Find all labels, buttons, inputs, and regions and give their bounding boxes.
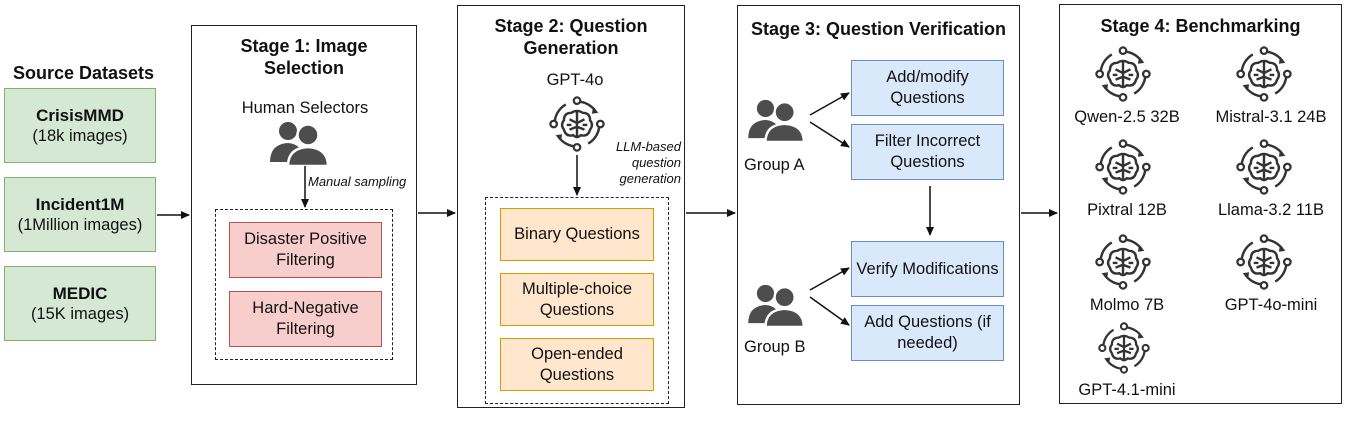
stage-2-question-group bbox=[485, 197, 669, 404]
ai-brain-icon bbox=[549, 96, 605, 152]
stage-3-title: Stage 3: Question Verification bbox=[750, 19, 1007, 39]
stage-2-title: Stage 2: Question Generation bbox=[494, 16, 648, 58]
hard-negative-filter: Hard-Negative Filtering bbox=[229, 291, 382, 347]
source-medic: MEDIC (15K images) bbox=[4, 266, 156, 341]
stage-1-title: Stage 1: Image Selection bbox=[240, 36, 368, 78]
source-name: CrisisMMD bbox=[36, 105, 124, 125]
model-label-molmo: Molmo 7B bbox=[1089, 296, 1165, 314]
source-detail: (15K images) bbox=[30, 304, 130, 323]
model-label-gpt41-mini: GPT-4.1-mini bbox=[1078, 381, 1176, 399]
model-label-gpt4o-mini: GPT-4o-mini bbox=[1224, 296, 1318, 314]
human-selectors-label: Human Selectors bbox=[241, 99, 369, 117]
disaster-positive-filter: Disaster Positive Filtering bbox=[229, 222, 382, 278]
open-ended-questions: Open-ended Questions bbox=[500, 338, 654, 391]
source-incident1m: Incident1M (1Million images) bbox=[4, 177, 156, 252]
people-icon bbox=[747, 98, 806, 142]
add-questions-if-needed: Add Questions (if needed) bbox=[851, 305, 1004, 361]
manual-sampling-label: Manual sampling bbox=[308, 174, 407, 189]
model-label-pixtral: Pixtral 12B bbox=[1087, 201, 1167, 219]
stage-1-filter-group bbox=[215, 209, 393, 360]
gpt4o-label: GPT-4o bbox=[546, 71, 604, 89]
source-name: Incident1M bbox=[35, 194, 125, 214]
source-name: MEDIC bbox=[52, 283, 108, 303]
verify-modifications: Verify Modifications bbox=[851, 241, 1004, 297]
ai-brain-icon bbox=[1236, 46, 1292, 102]
add-modify-questions: Add/modify Questions bbox=[851, 60, 1004, 116]
multiple-choice-questions: Multiple-choice Questions bbox=[500, 273, 654, 326]
model-label-qwen: Qwen-2.5 32B bbox=[1074, 108, 1180, 126]
group-b-label: Group B bbox=[744, 338, 806, 356]
source-datasets-title: Source Datasets bbox=[12, 63, 155, 83]
source-crisismmd: CrisisMMD (18k images) bbox=[4, 88, 156, 163]
ai-brain-icon bbox=[1098, 322, 1150, 374]
binary-questions: Binary Questions bbox=[500, 208, 654, 261]
ai-brain-icon bbox=[1236, 234, 1292, 290]
people-icon bbox=[747, 283, 806, 327]
stage-4-title: Stage 4: Benchmarking bbox=[1100, 16, 1301, 36]
ai-brain-icon bbox=[1095, 46, 1151, 102]
model-label-mistral: Mistral-3.1 24B bbox=[1215, 108, 1327, 126]
people-icon bbox=[268, 120, 330, 166]
llm-generation-label: LLM-based question generation bbox=[615, 139, 681, 186]
group-a-label: Group A bbox=[744, 156, 805, 174]
source-detail: (1Million images) bbox=[17, 215, 143, 234]
ai-brain-icon bbox=[1095, 139, 1151, 195]
model-label-llama: Llama-3.2 11B bbox=[1217, 201, 1325, 219]
ai-brain-icon bbox=[1236, 139, 1292, 195]
ai-brain-icon bbox=[1095, 234, 1151, 290]
source-detail: (18k images) bbox=[32, 126, 128, 145]
filter-incorrect-questions: Filter Incorrect Questions bbox=[851, 124, 1004, 180]
